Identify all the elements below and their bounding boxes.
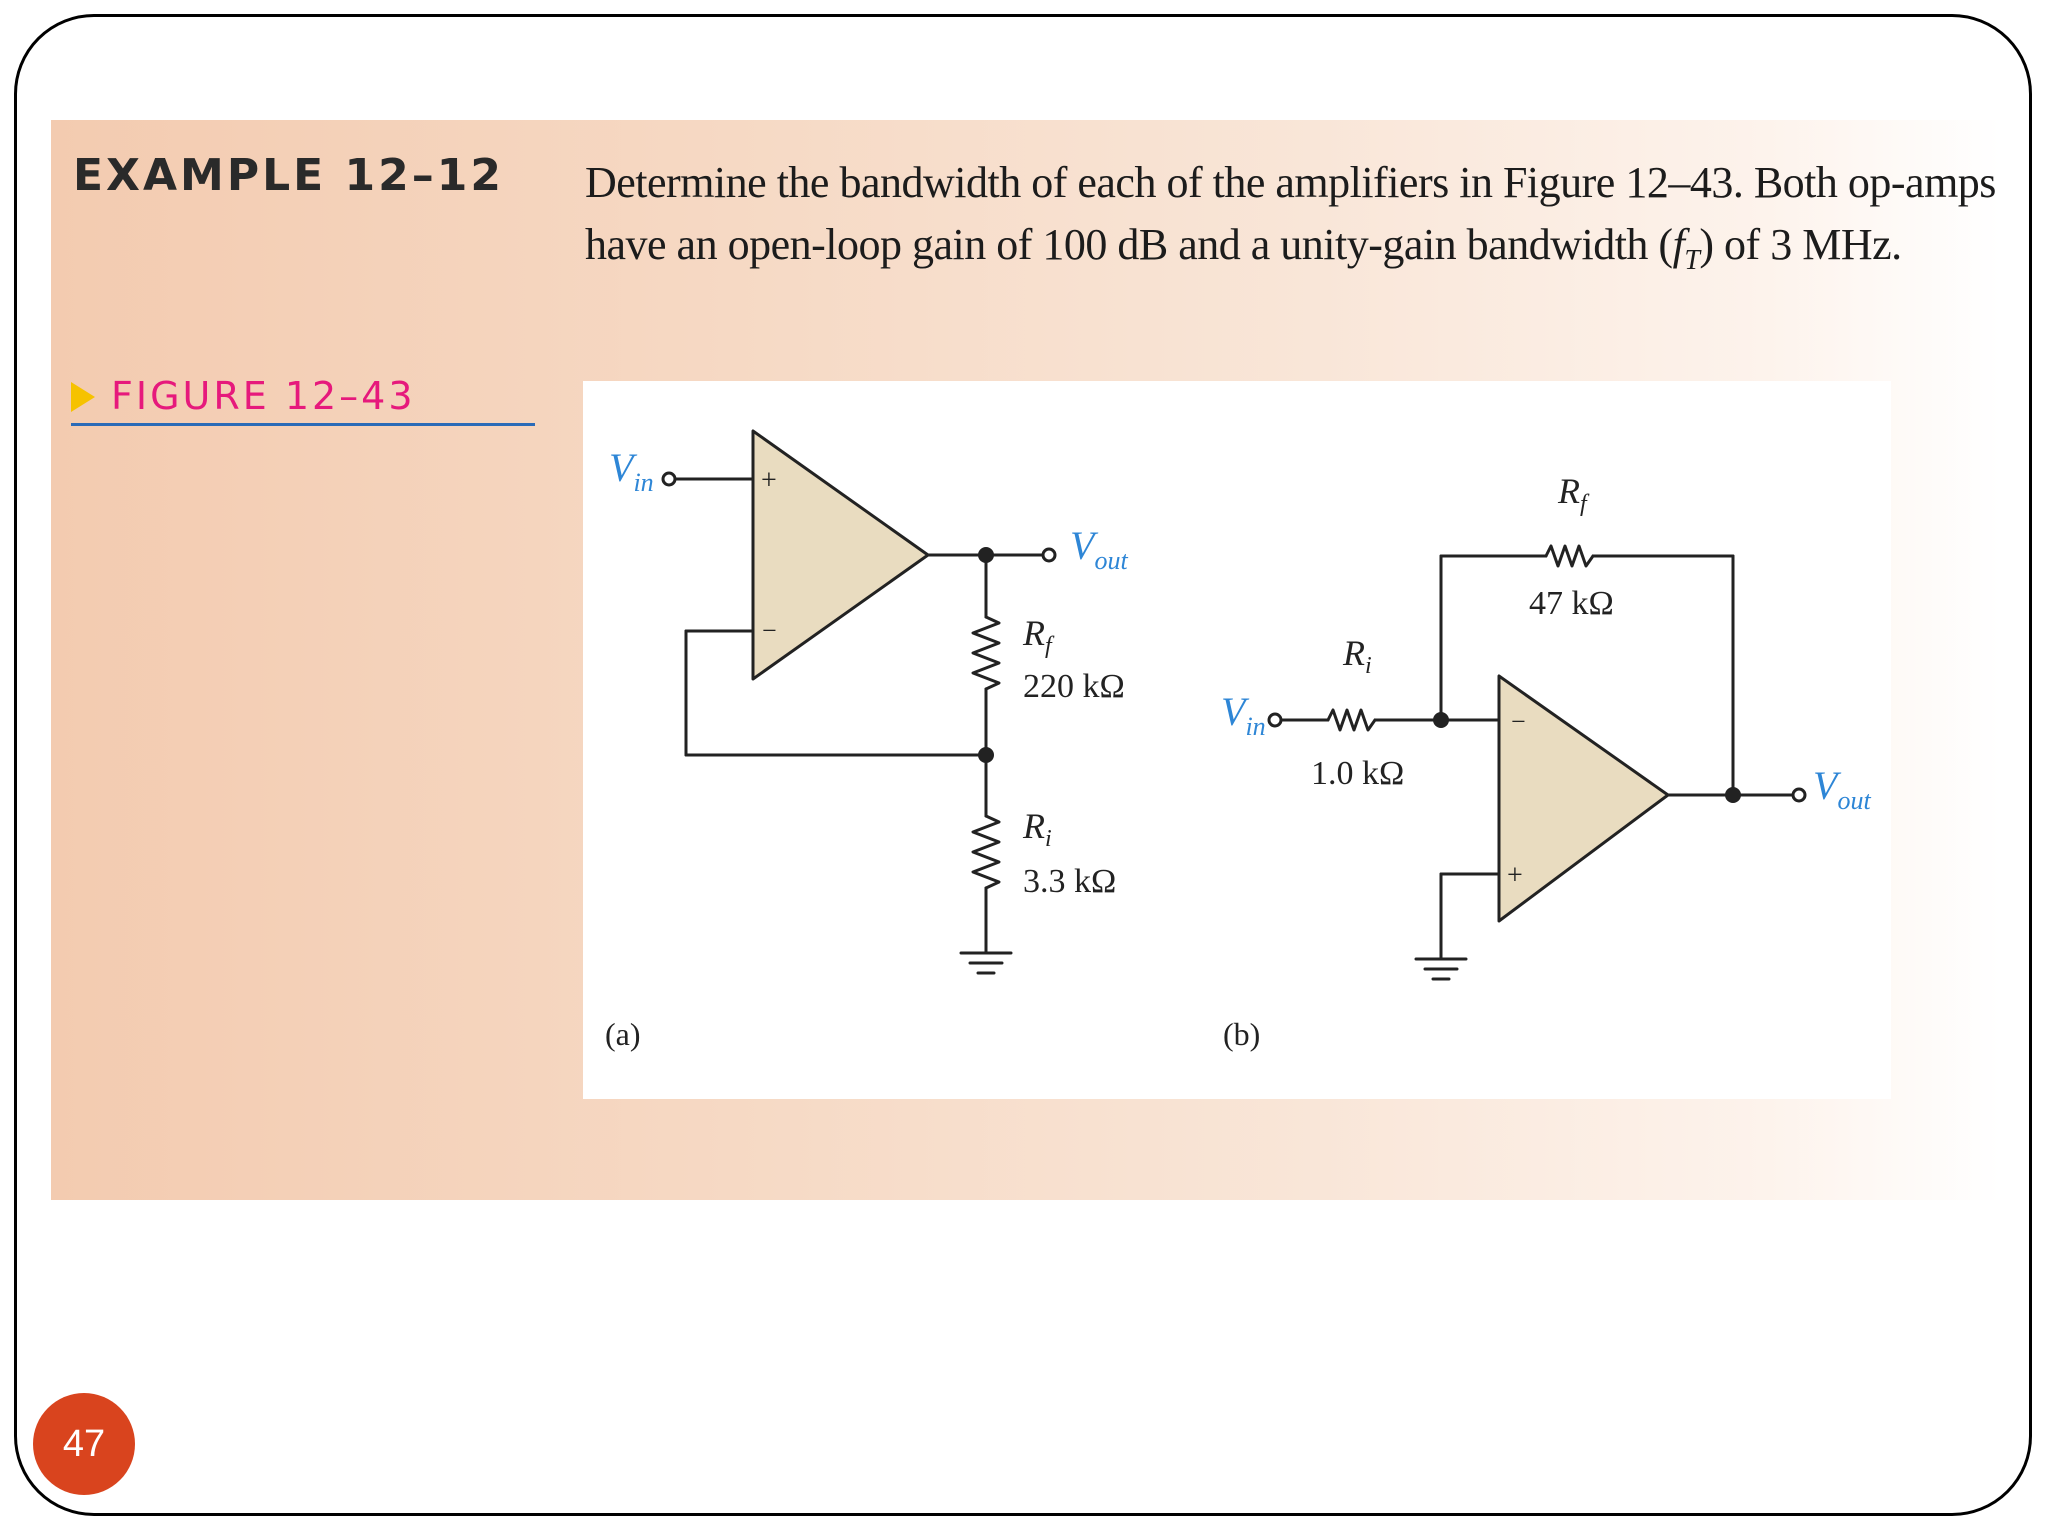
rf-value-b: 47 kΩ	[1529, 585, 1614, 622]
opamp-b	[1497, 674, 1670, 923]
ri-label-b: Ri	[1342, 633, 1372, 679]
example-title: EXAMPLE 12–12	[73, 150, 504, 201]
problem-line-2: have an open-loop gain of 100 dB and a u…	[585, 214, 1985, 292]
vin-label-a: Vin	[609, 445, 654, 497]
vin-terminal-a	[661, 471, 677, 487]
ft-subscript: T	[1684, 244, 1700, 276]
caption-arrow-icon	[71, 382, 95, 412]
circuit-a-label: (a)	[605, 1016, 641, 1052]
vout-terminal-b	[1791, 787, 1807, 803]
circuit-b-label: (b)	[1223, 1016, 1260, 1052]
circuit-a-labels: Vin + − Vout Rf 220 kΩ Ri 3.3 kΩ (a)	[605, 445, 1128, 1052]
opamp-a	[751, 429, 930, 681]
junction-dot	[978, 747, 994, 763]
junction-dot	[1433, 712, 1449, 728]
minus-sign-a: −	[762, 616, 777, 645]
circuit-diagram: Vin + − Vout Rf 220 kΩ Ri 3.3 kΩ (a) Vin…	[605, 429, 1871, 1052]
rf-label-b: Rf	[1557, 471, 1590, 517]
problem-line-2-start: have an open-loop gain of 100 dB and a u…	[585, 220, 1673, 269]
ri-value-a: 3.3 kΩ	[1023, 863, 1116, 900]
minus-sign-b: −	[1511, 707, 1526, 736]
ri-value-b: 1.0 kΩ	[1311, 755, 1404, 792]
vout-label-a: Vout	[1070, 523, 1128, 575]
problem-line-2-end: ) of 3 MHz.	[1699, 220, 1902, 269]
junction-dot	[978, 547, 994, 563]
rf-resistor-b	[1544, 544, 1595, 568]
page-number-badge: 47	[33, 1393, 135, 1495]
rf-label-a: Rf	[1022, 613, 1055, 659]
vin-terminal-b	[1267, 712, 1283, 728]
rf-value-a: 220 kΩ	[1023, 668, 1125, 705]
problem-statement: Determine the bandwidth of each of the a…	[585, 152, 1996, 292]
plus-sign-a: +	[761, 465, 777, 496]
figure-label: FIGURE 12–43	[111, 374, 416, 418]
problem-line-1: Determine the bandwidth of each of the a…	[585, 158, 1996, 207]
circuit-b-labels: Vin Ri 1.0 kΩ Rf 47 kΩ − + Vout (b)	[1221, 471, 1871, 1052]
plus-sign-b: +	[1507, 860, 1523, 891]
vout-label-b: Vout	[1813, 763, 1871, 815]
circuit-a	[661, 429, 1057, 975]
vout-terminal-a	[1041, 547, 1057, 563]
rf-resistor-a	[971, 615, 1001, 691]
ri-resistor-b	[1326, 708, 1377, 732]
vin-label-b: Vin	[1221, 689, 1266, 741]
figure-caption: FIGURE 12–43	[71, 374, 535, 426]
junction-dot	[1725, 787, 1741, 803]
ft-symbol: f	[1672, 220, 1685, 269]
ri-label-a: Ri	[1022, 806, 1052, 852]
ri-resistor-a	[971, 814, 1001, 890]
circuit-b	[1267, 544, 1807, 981]
circuit-figure: Vin + − Vout Rf 220 kΩ Ri 3.3 kΩ (a) Vin…	[583, 381, 1891, 1099]
